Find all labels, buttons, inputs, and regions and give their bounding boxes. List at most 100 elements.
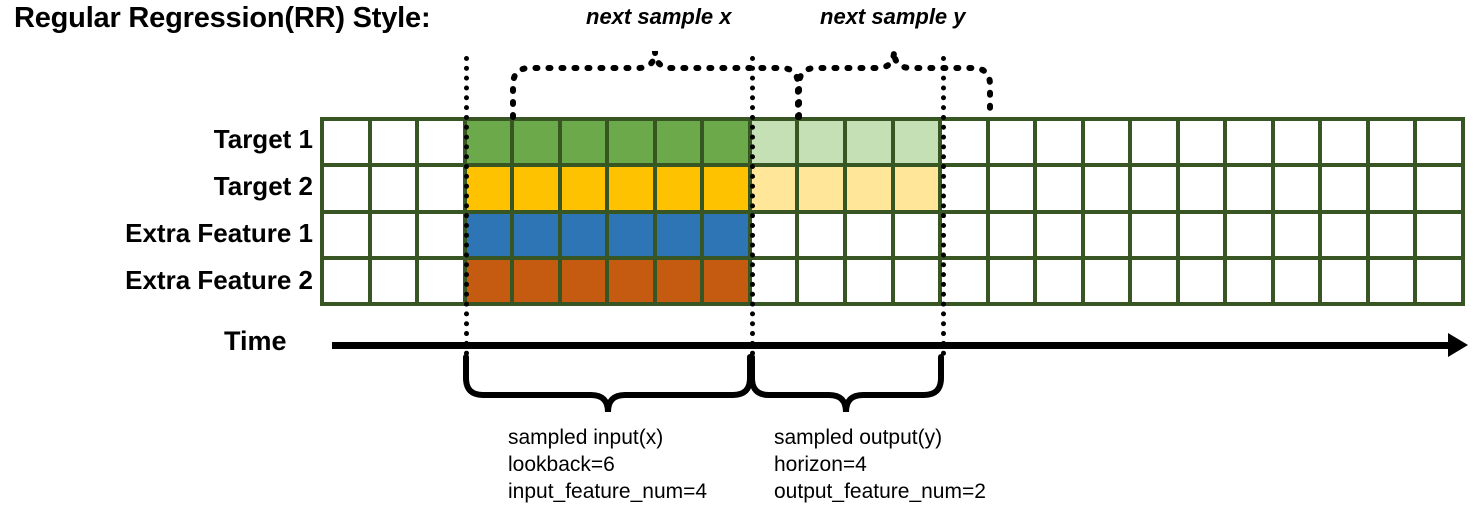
grid-cell-target-1-t12 [894, 121, 939, 164]
row-label-extra-feature-2: Extra Feature 2 [125, 265, 313, 295]
grid-cell-target-2-t22 [1369, 167, 1414, 210]
grid-cell-extra-feature-1-t23 [1417, 213, 1461, 256]
grid-cell-extra-feature-1-t10 [799, 213, 843, 256]
grid-cell-extra-feature-1-t19 [1227, 213, 1271, 256]
grid-cell-target-1-t20 [1274, 121, 1319, 164]
row-label-target-2: Target 2 [213, 171, 313, 201]
grid-cell-target-1-t15 [1037, 121, 1081, 164]
timeseries-grid [320, 117, 1465, 306]
time-axis-arrow-icon [1448, 333, 1468, 357]
grid-cell-extra-feature-1-t21 [1322, 213, 1366, 256]
grid-cell-extra-feature-2-t21 [1322, 259, 1366, 302]
grid-cell-target-1-t23 [1417, 121, 1461, 164]
grid-cell-extra-feature-2-t5 [561, 259, 606, 302]
grid-cell-target-1-t0 [324, 121, 368, 164]
grid-cell-target-2-t4 [514, 167, 558, 210]
grid-cell-target-1-t5 [561, 121, 606, 164]
grid-cell-target-2-t5 [561, 167, 606, 210]
grid-cell-extra-feature-2-t9 [751, 259, 796, 302]
caption-line-2: horizon=4 [774, 453, 867, 476]
grid-cell-extra-feature-2-t19 [1227, 259, 1271, 302]
grid-cell-target-2-t15 [1037, 167, 1081, 210]
grid-cell-extra-feature-1-t3 [466, 213, 511, 256]
grid-cell-extra-feature-1-t13 [942, 213, 986, 256]
grid-cell-extra-feature-2-t10 [799, 259, 843, 302]
grid-cell-extra-feature-2-t2 [419, 259, 463, 302]
grid-cell-extra-feature-2-t22 [1369, 259, 1414, 302]
grid-cell-extra-feature-2-t15 [1037, 259, 1081, 302]
grid-cell-extra-feature-2-t13 [942, 259, 986, 302]
grid-cell-extra-feature-2-t0 [324, 259, 368, 302]
bottom-brace-caption-sampled-input: sampled input(x) lookback=6 input_featur… [508, 424, 707, 505]
grid-cell-target-2-t21 [1322, 167, 1366, 210]
top-brace-label-next-sample-x: next sample x [586, 4, 732, 29]
grid-cell-target-2-t0 [324, 167, 368, 210]
grid-cell-extra-feature-2-t8 [704, 259, 748, 302]
caption-line-2: lookback=6 [508, 453, 615, 476]
grid-cell-extra-feature-1-t18 [1179, 213, 1224, 256]
grid-cell-target-2-t8 [704, 167, 748, 210]
grid-cell-target-1-t7 [656, 121, 701, 164]
grid-cell-target-1-t11 [846, 121, 891, 164]
grid-cell-target-1-t6 [609, 121, 653, 164]
top-brace-next-sample-x [510, 50, 801, 120]
bottom-brace-caption-sampled-output: sampled output(y) horizon=4 output_featu… [774, 424, 986, 505]
grid-cell-extra-feature-2-t7 [656, 259, 701, 302]
grid-cell-target-2-t2 [419, 167, 463, 210]
bottom-brace-sampled-output [749, 354, 944, 413]
grid-cell-target-2-t6 [609, 167, 653, 210]
grid-cell-target-2-t10 [799, 167, 843, 210]
grid-cell-extra-feature-2-t11 [846, 259, 891, 302]
grid-cell-target-2-t23 [1417, 167, 1461, 210]
grid-cell-extra-feature-2-t14 [989, 259, 1034, 302]
time-axis-label: Time [224, 326, 287, 356]
grid-cell-extra-feature-2-t17 [1132, 259, 1176, 302]
grid-cell-target-2-t14 [989, 167, 1034, 210]
page-title: Regular Regression(RR) Style: [14, 2, 431, 34]
caption-line-3: input_feature_num=4 [508, 480, 708, 503]
grid-cell-target-2-t12 [894, 167, 939, 210]
grid-cell-target-2-t13 [942, 167, 986, 210]
grid-cell-extra-feature-2-t4 [514, 259, 558, 302]
grid-cell-extra-feature-1-t22 [1369, 213, 1414, 256]
grid-cell-extra-feature-2-t18 [1179, 259, 1224, 302]
grid-cell-target-1-t9 [751, 121, 796, 164]
grid-cell-extra-feature-1-t7 [656, 213, 701, 256]
time-axis-line [332, 342, 1460, 349]
grid-cell-target-2-t20 [1274, 167, 1319, 210]
grid-cell-target-1-t22 [1369, 121, 1414, 164]
grid-cell-target-2-t19 [1227, 167, 1271, 210]
grid-cell-extra-feature-2-t20 [1274, 259, 1319, 302]
grid-cell-extra-feature-1-t0 [324, 213, 368, 256]
grid-cell-target-1-t13 [942, 121, 986, 164]
grid-cell-extra-feature-2-t1 [371, 259, 416, 302]
top-brace-label-next-sample-y: next sample y [820, 4, 966, 29]
guide-line-output-end [941, 56, 946, 356]
row-label-target-1: Target 1 [213, 124, 313, 154]
grid-cell-extra-feature-1-t4 [514, 213, 558, 256]
grid-cell-extra-feature-1-t2 [419, 213, 463, 256]
grid-cell-target-1-t16 [1084, 121, 1129, 164]
top-brace-next-sample-y [796, 50, 993, 120]
grid-cell-extra-feature-2-t6 [609, 259, 653, 302]
grid-cell-extra-feature-1-t8 [704, 213, 748, 256]
grid-cell-extra-feature-1-t20 [1274, 213, 1319, 256]
grid-cell-target-2-t1 [371, 167, 416, 210]
grid-cell-target-1-t8 [704, 121, 748, 164]
grid-cell-extra-feature-2-t3 [466, 259, 511, 302]
guide-line-input-end [750, 56, 755, 356]
grid-cell-extra-feature-1-t6 [609, 213, 653, 256]
grid-cell-extra-feature-1-t15 [1037, 213, 1081, 256]
grid-cell-extra-feature-1-t17 [1132, 213, 1176, 256]
grid-cell-target-1-t17 [1132, 121, 1176, 164]
caption-line-3: output_feature_num=2 [774, 480, 986, 503]
grid-cell-target-2-t9 [751, 167, 796, 210]
grid-cell-extra-feature-1-t11 [846, 213, 891, 256]
grid-cell-extra-feature-1-t1 [371, 213, 416, 256]
grid-cell-target-2-t7 [656, 167, 701, 210]
grid-cell-target-1-t10 [799, 121, 843, 164]
grid-cell-target-2-t3 [466, 167, 511, 210]
caption-line-1: sampled input(x) [508, 426, 664, 449]
grid-cell-extra-feature-2-t23 [1417, 259, 1461, 302]
grid-cell-extra-feature-1-t12 [894, 213, 939, 256]
